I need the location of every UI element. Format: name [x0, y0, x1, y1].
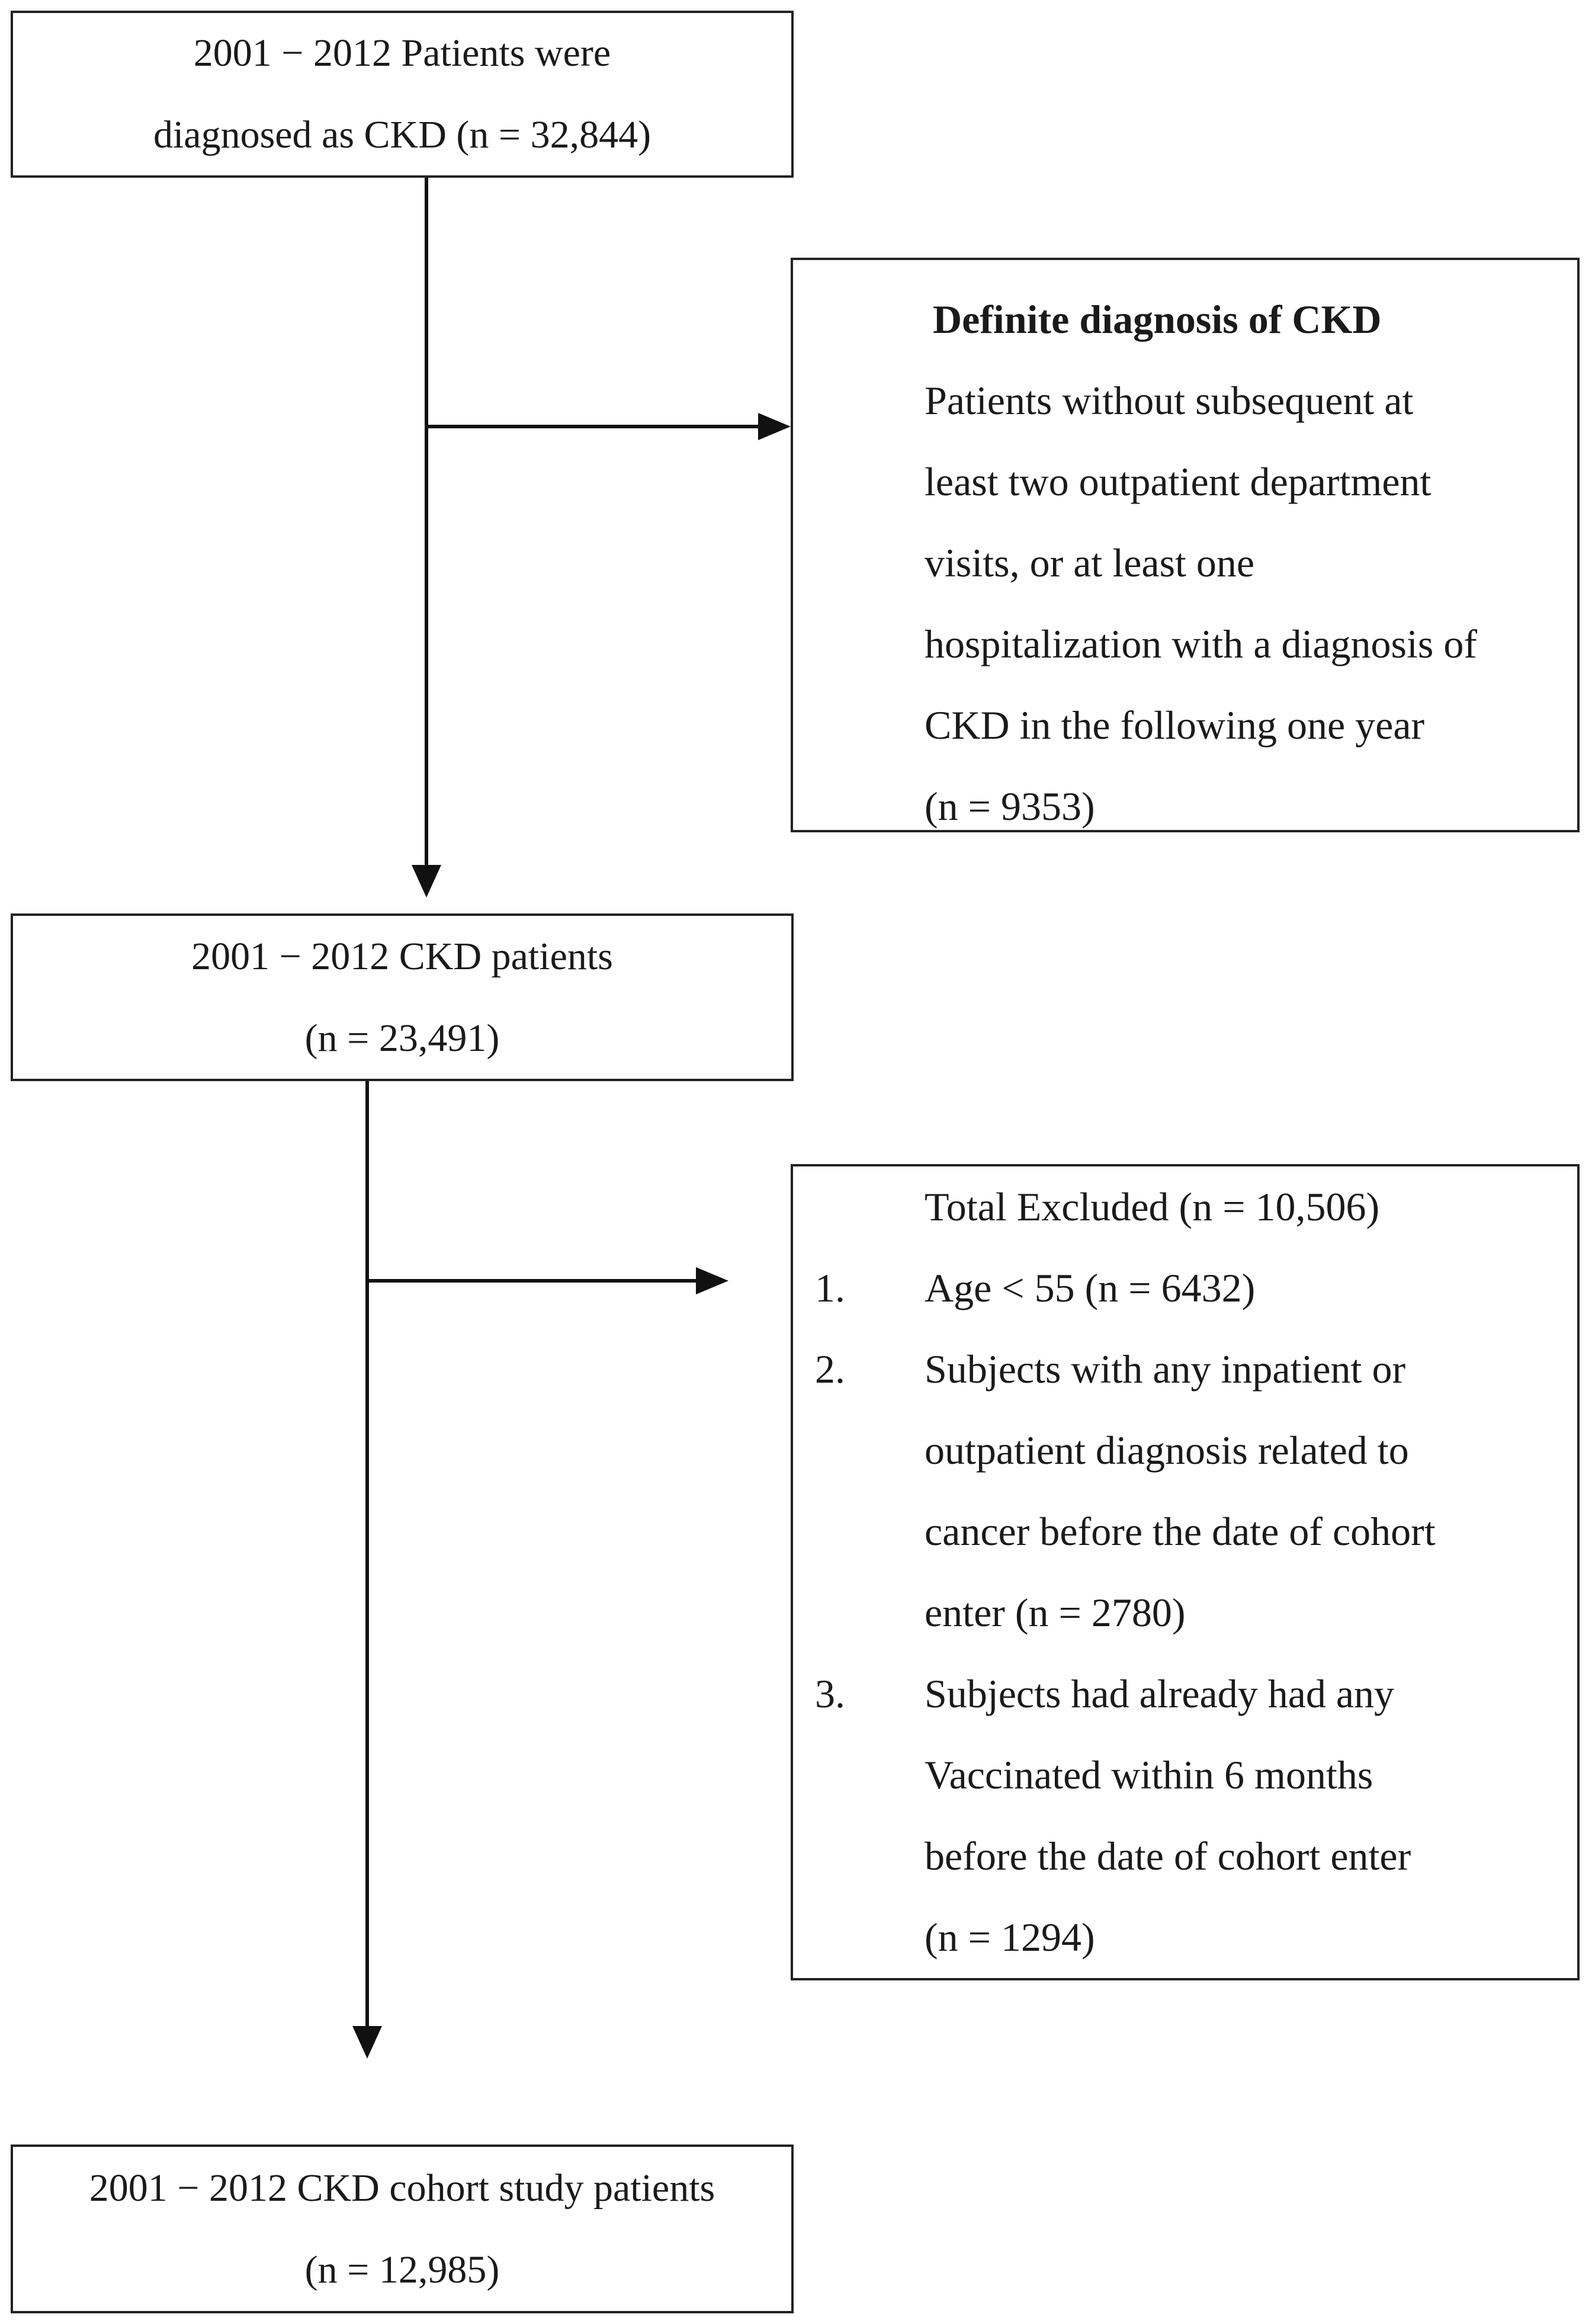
exclusion-number-3: 3.: [815, 1671, 845, 1716]
arrowhead-to-definite-box: [758, 413, 791, 440]
definite-line-5: CKD in the following one year: [925, 703, 1425, 748]
initial-line-1: 2001 − 2012 Patients were: [193, 31, 611, 75]
definite-title: Definite diagnosis of CKD: [933, 297, 1382, 342]
cohort-line-2: (n = 12,985): [304, 2248, 500, 2291]
exclusion-2-line-4: enter (n = 2780): [925, 1590, 1186, 1635]
ckd-patients-box: 2001 − 2012 CKD patients (n = 23,491): [11, 913, 794, 1081]
definite-line-6: (n = 9353): [925, 784, 1095, 829]
definite-line-1: Patients without subsequent at: [925, 378, 1414, 423]
exclusion-3-line-2: Vaccinated within 6 months: [925, 1752, 1373, 1797]
ckd-line-1: 2001 − 2012 CKD patients: [191, 934, 613, 978]
exclusion-number-1: 1.: [815, 1265, 845, 1310]
exclusion-3-line-1: Subjects had already had any: [925, 1671, 1395, 1716]
arrowhead-to-excluded-box: [696, 1267, 728, 1294]
definite-line-4: hospitalization with a diagnosis of: [925, 621, 1477, 666]
excluded-title: Total Excluded (n = 10,506): [925, 1184, 1380, 1229]
exclusion-2-line-3: cancer before the date of cohort: [925, 1509, 1436, 1554]
arrowhead-initial-to-ckd: [412, 865, 441, 897]
initial-line-2: diagnosed as CKD (n = 32,844): [153, 113, 651, 156]
initial-diagnosis-box: 2001 − 2012 Patients were diagnosed as C…: [11, 11, 794, 178]
definite-line-3: visits, or at least one: [925, 540, 1255, 585]
cohort-study-box: 2001 − 2012 CKD cohort study patients (n…: [11, 2145, 794, 2313]
arrowhead-ckd-to-cohort: [352, 2026, 382, 2059]
exclusion-item-1: 1. Age < 55 (n = 6432): [815, 1248, 1577, 1329]
exclusion-item-2: 2. Subjects with any inpatient or: [815, 1329, 1577, 1410]
exclusion-item-3: 3. Subjects had already had any: [815, 1653, 1577, 1735]
exclusion-1-line-1: Age < 55 (n = 6432): [925, 1265, 1256, 1310]
exclusion-2-line-2: outpatient diagnosis related to: [925, 1428, 1409, 1473]
exclusion-3-line-3: before the date of cohort enter: [925, 1833, 1411, 1879]
cohort-line-1: 2001 − 2012 CKD cohort study patients: [89, 2166, 715, 2210]
excluded-box: Total Excluded (n = 10,506) 1. Age < 55 …: [791, 1164, 1580, 1980]
exclusion-3-line-4: (n = 1294): [925, 1915, 1095, 1960]
definite-line-2: least two outpatient department: [925, 459, 1431, 504]
definite-diagnosis-box: Definite diagnosis of CKD Patients witho…: [791, 258, 1580, 832]
ckd-line-2: (n = 23,491): [304, 1016, 500, 1060]
exclusion-number-2: 2.: [815, 1347, 845, 1392]
exclusion-2-line-1: Subjects with any inpatient or: [925, 1347, 1406, 1392]
